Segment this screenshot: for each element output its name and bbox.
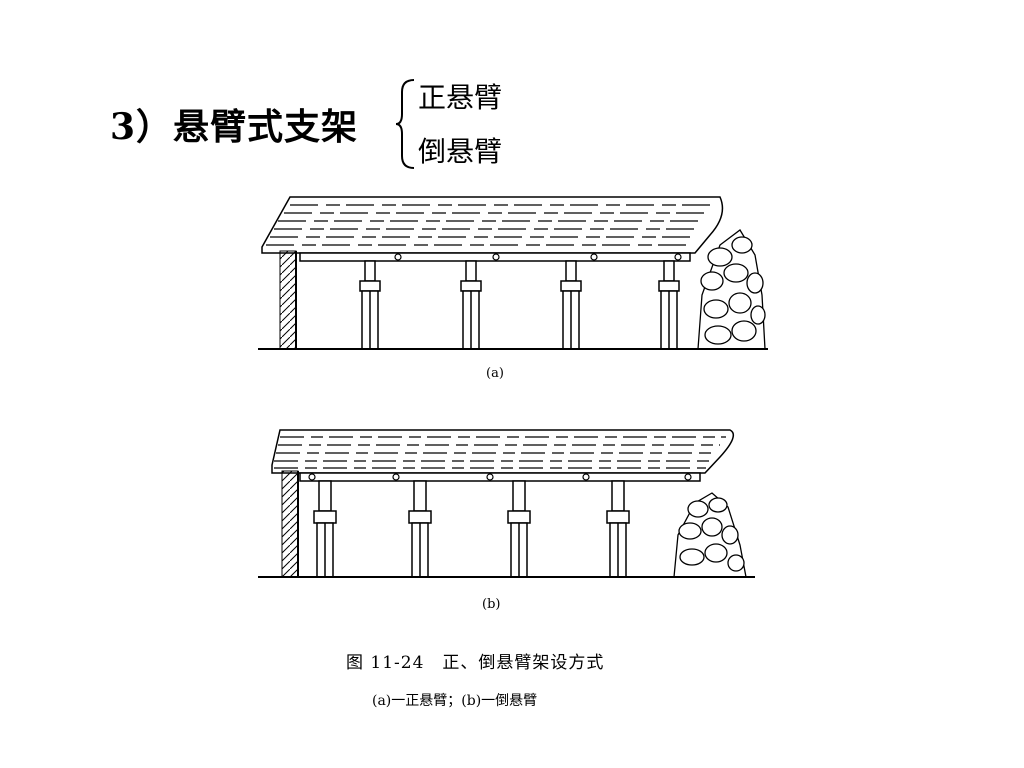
figure-label-a: (a) <box>486 366 504 381</box>
figure-subcaption: (a)一正悬臂；(b)一倒悬臂 <box>372 693 538 709</box>
option-inverted-cantilever: 倒悬臂 <box>418 135 503 168</box>
cantilever-support-drawing <box>258 196 768 578</box>
figure-caption: 图 11-24 正、倒悬臂架设方式 <box>346 653 605 673</box>
diagram-forward-cantilever <box>258 196 768 350</box>
figure-label-b: (b) <box>482 597 501 612</box>
curly-brace-icon <box>395 79 415 169</box>
slide-heading: 3）悬臂式支架 <box>110 106 359 148</box>
diagram-inverted-cantilever <box>258 429 755 578</box>
option-forward-cantilever: 正悬臂 <box>418 81 503 114</box>
